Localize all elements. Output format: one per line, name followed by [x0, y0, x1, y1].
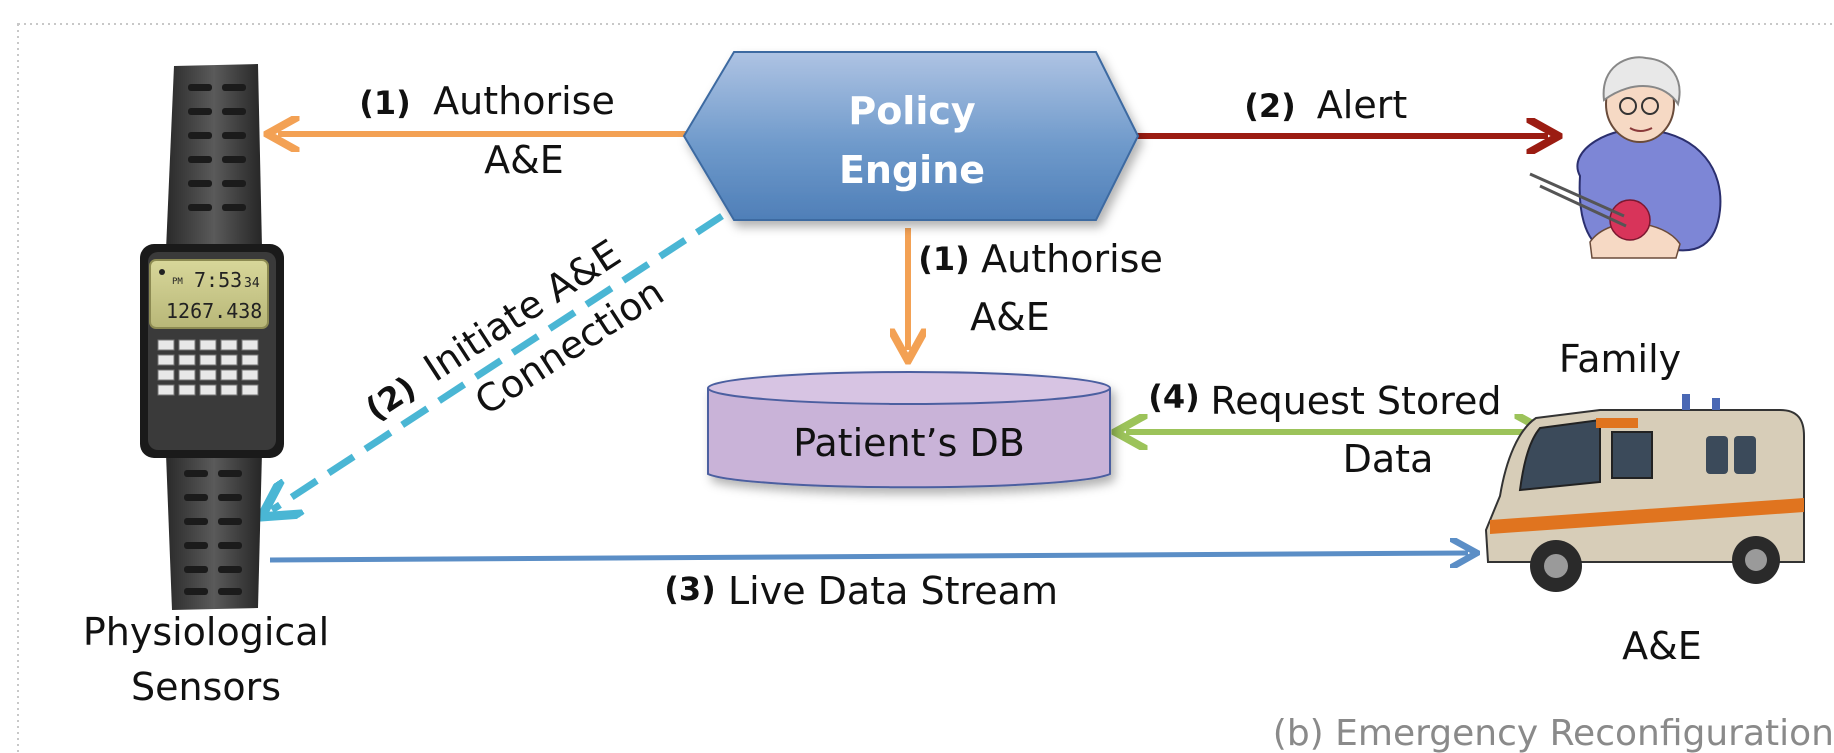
edge-label-authorise-db-line2: A&E	[970, 295, 1050, 339]
watch-value: 1267.438	[166, 299, 262, 323]
ambulance-icon	[1484, 394, 1805, 592]
edge-label-request-line2: Data	[1343, 437, 1434, 481]
edge-label-request-line1: Request Stored	[1211, 379, 1502, 423]
policy-engine-label-line2: Engine	[839, 148, 985, 192]
family-label: Family	[1559, 337, 1681, 381]
edge-label-authorise-sensors-line2: A&E	[484, 138, 564, 182]
edge-label-authorise-db-line1: Authorise	[981, 237, 1163, 281]
edge-label-live-stream: Live Data Stream	[728, 569, 1058, 613]
edge-num-authorise-sensors: (1)	[359, 84, 411, 122]
figure-caption: (b) Emergency Reconfiguration	[1273, 713, 1834, 753]
policy-engine-label-line1: Policy	[848, 89, 976, 133]
patient-db-node	[707, 371, 1111, 489]
patient-db-label: Patient’s DB	[793, 421, 1025, 465]
arrow-live-data-stream	[269, 553, 1468, 560]
edge-label-alert: Alert	[1317, 83, 1407, 127]
edge-num-live-stream: (3)	[664, 570, 716, 608]
policy-engine-node	[682, 51, 1140, 221]
watch-icon	[140, 64, 284, 610]
watch-seconds: 34	[244, 276, 260, 291]
edge-num-alert: (2)	[1244, 87, 1296, 125]
arrow-initiate-connection	[272, 213, 724, 510]
edge-label-authorise-sensors-line1: Authorise	[433, 79, 615, 123]
sensors-label-line1: Physiological	[83, 610, 329, 654]
watch-ampm: PM	[172, 277, 183, 287]
ae-label: A&E	[1622, 624, 1702, 668]
edge-num-authorise-db: (1)	[918, 240, 970, 278]
family-member-icon	[1529, 56, 1722, 259]
watch-time: 7:53	[194, 268, 242, 292]
figure-frame	[17, 23, 1834, 753]
sensors-label-line2: Sensors	[131, 665, 281, 709]
edge-num-request: (4)	[1148, 378, 1200, 416]
